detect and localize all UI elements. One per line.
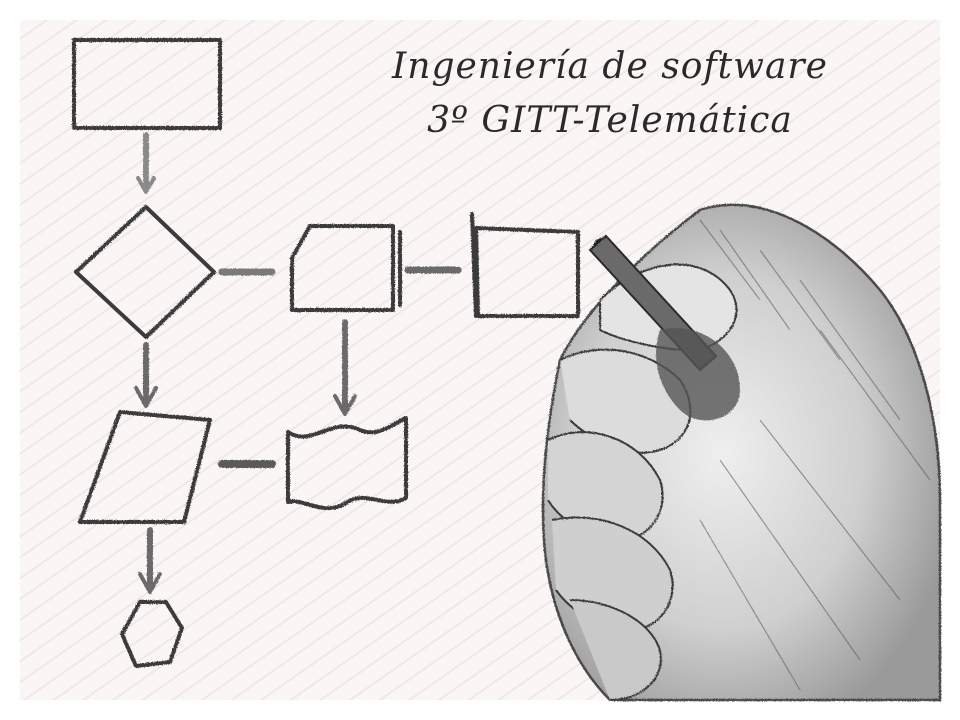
title-line-2: 3º GITT-Telemática [427, 100, 793, 141]
title-line-1: Ingeniería de software [392, 46, 828, 87]
hand-illustration [541, 203, 942, 702]
terminal-circle [120, 600, 184, 668]
decision-diamond [74, 205, 216, 339]
display-box [474, 226, 580, 318]
process-box [72, 38, 222, 130]
input-output-parallelogram [78, 410, 212, 524]
slide-title: Ingeniería de software 3º GITT-Telemátic… [330, 40, 890, 148]
document-box [290, 224, 395, 312]
punched-tape [286, 416, 408, 511]
